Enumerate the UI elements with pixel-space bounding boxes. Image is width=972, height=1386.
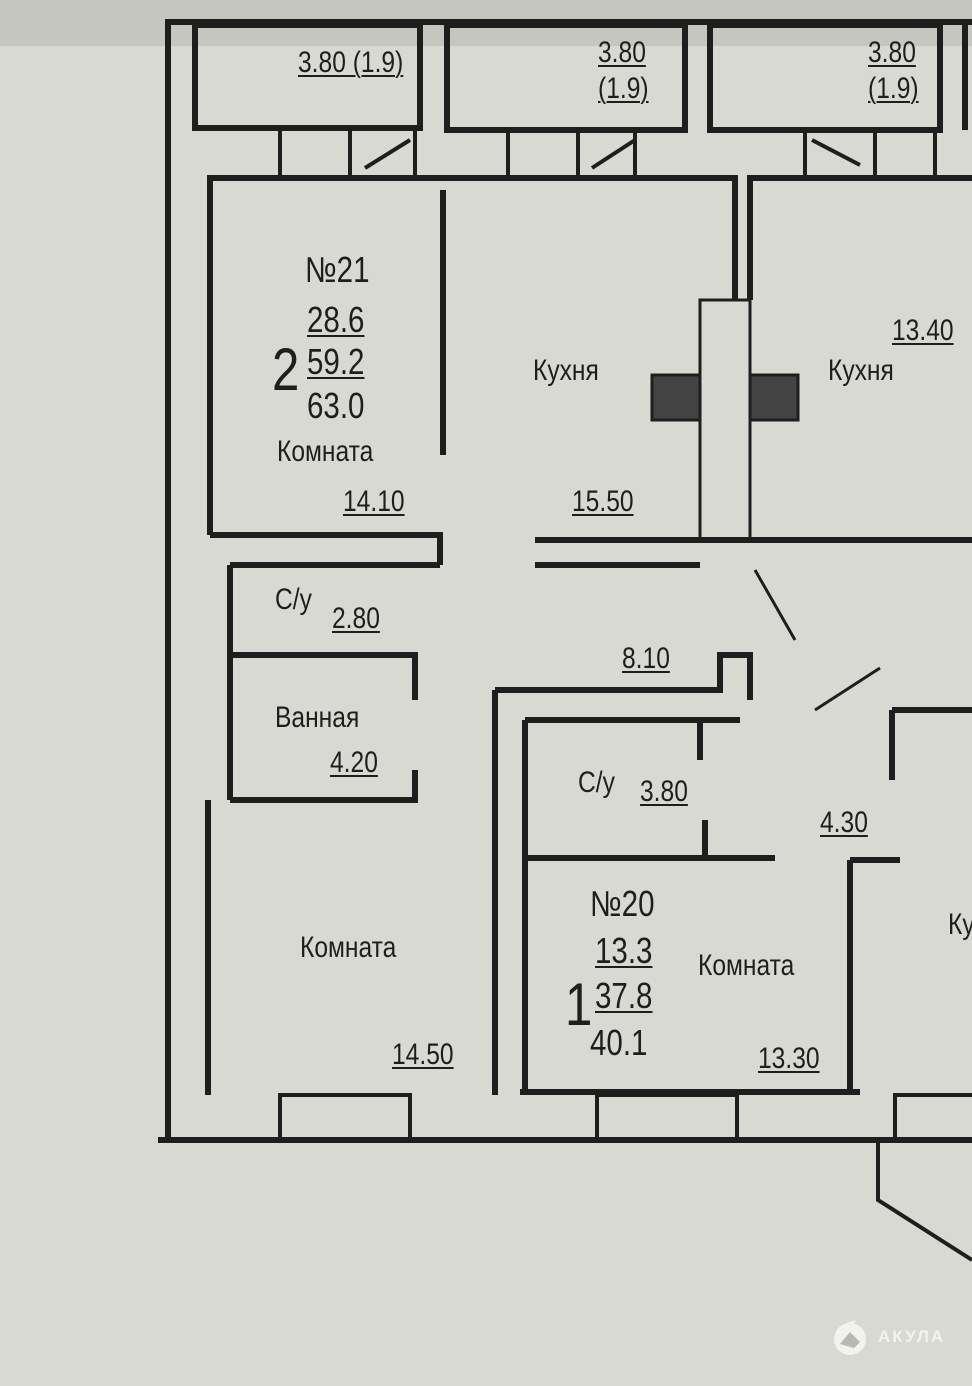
entrance-bay (876, 1140, 972, 1262)
balcony-2 (444, 22, 688, 133)
apt21-wc-label: С/у (275, 583, 312, 616)
balcony-doors (278, 128, 937, 178)
balcony-3 (707, 22, 943, 133)
apt21-hall-area: 8.10 (622, 642, 670, 675)
ventilation-shaft (650, 298, 800, 542)
corridor-door-swing (753, 569, 881, 712)
apt20-hall-area: 4.30 (820, 806, 868, 839)
room21b-walls (205, 652, 753, 1095)
room21-bottom-wall (210, 532, 972, 568)
apt21-total: 59.2 (307, 341, 365, 382)
apt21-kitchen-label: Кухня (533, 354, 599, 387)
apt21-room2-label: Комната (300, 931, 397, 964)
apt21-bath-area: 4.20 (330, 746, 378, 779)
balcony-2-area: 3.80 (598, 36, 646, 69)
wc21-walls (227, 562, 440, 803)
neighbor-kitchen-area: 13.40 (892, 314, 954, 347)
apt20-room-area: 13.30 (758, 1042, 820, 1075)
balcony-1-area: 3.80 (1.9) (298, 46, 404, 79)
watermark-text: АКУЛА (878, 1327, 946, 1346)
apt21-number: №21 (305, 249, 370, 290)
room21-walls (207, 175, 972, 535)
apt20-rooms: 1 (565, 971, 593, 1038)
shark-logo-icon (834, 1320, 866, 1355)
apt21-room2-area: 14.50 (392, 1038, 454, 1071)
neighbor-kitchen-partial: Ку (948, 908, 972, 941)
neighbor-kitchen-label: Кухня (828, 354, 894, 387)
apt21-room1-label: Комната (277, 435, 374, 468)
room20-walls (520, 707, 972, 1095)
apt20-number: №20 (590, 883, 655, 924)
apt21-living: 28.6 (307, 299, 365, 340)
apt21-total-balcony: 63.0 (307, 385, 365, 426)
balcony-2-sub: (1.9) (598, 72, 649, 105)
balcony-3-area: 3.80 (868, 36, 916, 69)
apt21-kitchen-area: 15.50 (572, 485, 634, 518)
apt20-total-balcony: 40.1 (590, 1022, 648, 1063)
balcony-1 (192, 22, 423, 131)
windows (278, 1093, 972, 1142)
apt21-wc-area: 2.80 (332, 602, 380, 635)
apt20-wc-label: С/у (578, 766, 615, 799)
apt21-rooms: 2 (272, 336, 300, 403)
apt21-room1-area: 14.10 (343, 485, 405, 518)
apt20-wc-area: 3.80 (640, 775, 688, 808)
apt20-living: 13.3 (595, 930, 653, 971)
apt20-total: 37.8 (595, 975, 653, 1016)
apt20-room-label: Комната (698, 949, 795, 982)
wc20-walls (522, 717, 775, 1095)
watermark: АКУЛА (832, 1318, 945, 1356)
balcony-3-sub: (1.9) (868, 72, 919, 105)
apt21-bath-label: Ванная (275, 701, 360, 734)
